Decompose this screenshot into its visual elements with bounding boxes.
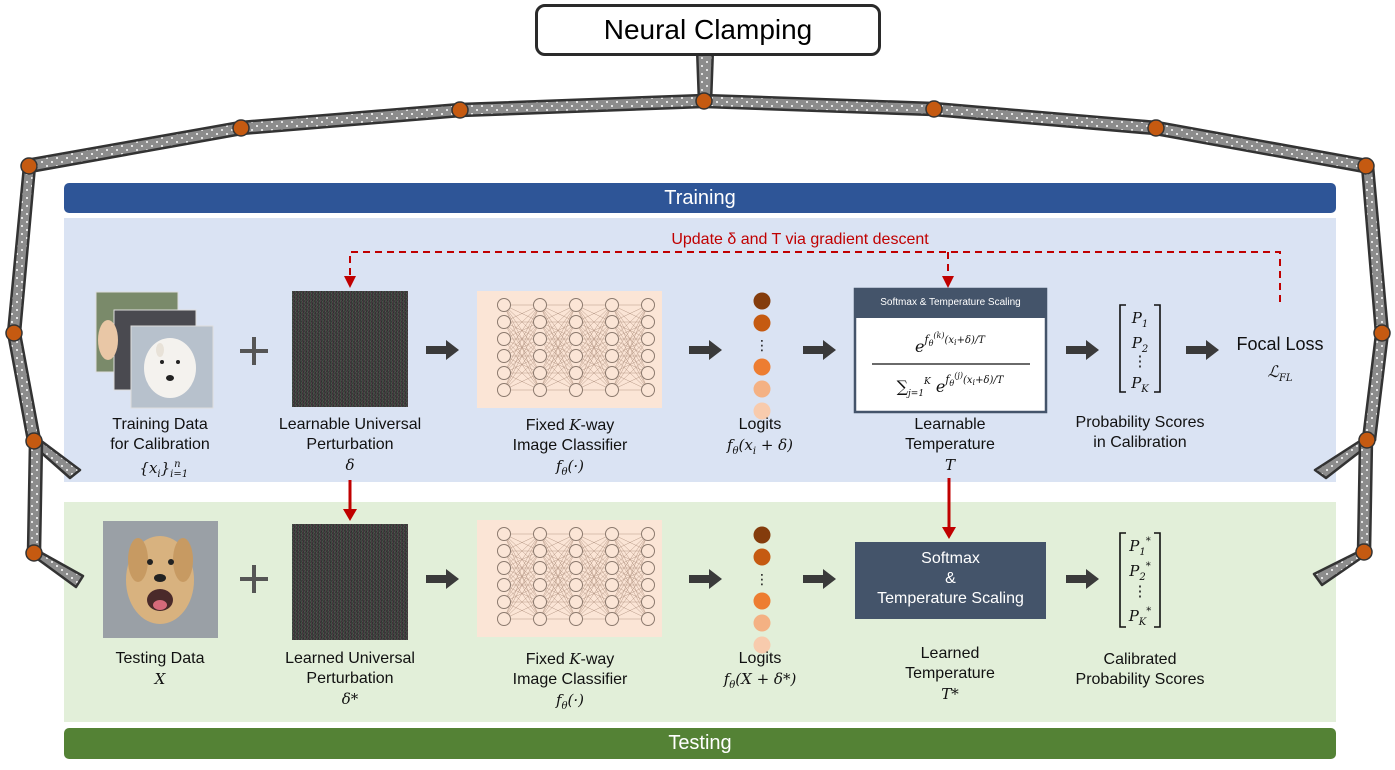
learned-perturbation-image [292, 524, 408, 640]
red-arrowhead-icon [942, 276, 954, 288]
clamp-joint-icon [20, 157, 38, 175]
clamp-joint-icon [1373, 324, 1391, 342]
svg-text:⋮: ⋮ [1133, 352, 1148, 370]
testing-panel [64, 502, 1336, 722]
testing-data-caption: Testing Data X [115, 650, 205, 688]
right-arrow-icon [426, 340, 459, 360]
clamp-joint-icon [232, 119, 250, 137]
clamp-joints [5, 92, 1391, 562]
right-arrow-icon [803, 340, 836, 360]
svg-text:P2*: P2* [1128, 561, 1150, 583]
clamp-joint-icon [925, 100, 943, 118]
softmax-box-testing [855, 542, 1046, 619]
clamp-joint-icon [451, 101, 469, 119]
clamp-joint-icon [695, 92, 713, 110]
svg-text:PK*: PK* [1128, 606, 1152, 628]
probability-caption-testing: Calibrated Probability Scores [1075, 651, 1205, 688]
clamp-joint-icon [1147, 119, 1165, 137]
neural-network-icon [497, 527, 655, 626]
clamp-joint-icon [25, 544, 43, 562]
clamp-joint-icon [1357, 157, 1375, 175]
svg-text:⋮: ⋮ [1133, 582, 1148, 600]
svg-text:P1*: P1* [1128, 536, 1150, 558]
training-data-caption: Training Data for Calibration {xi}i=1n [110, 416, 210, 480]
plus-icon [240, 565, 268, 593]
training-banner: Training [64, 183, 1336, 213]
classifier-caption-testing: Fixed K-way Image Classifier fθ(·) [512, 650, 628, 712]
logit-dots-icon: ⋮ [753, 526, 771, 654]
logits-caption-testing: Logits fθ(X + δ*) [723, 650, 797, 691]
learned-perturbation-caption: Learned Universal Perturbation δ* [285, 650, 415, 708]
softmax-header-bar [855, 289, 1046, 318]
clamp-joint-icon [1358, 431, 1376, 449]
softmax-header: Softmax & Temperature Scaling [880, 297, 1021, 308]
right-arrow-icon [426, 569, 459, 589]
right-arrow-icon [689, 569, 722, 589]
clamp-joint-icon [25, 432, 43, 450]
temperature-caption-testing: Learned Temperature T* [905, 645, 995, 703]
clamp-joint-icon [5, 324, 23, 342]
clamp-joint-icon [1355, 543, 1373, 561]
learnable-perturbation-image [292, 291, 408, 407]
right-arrow-icon [803, 569, 836, 589]
right-arrow-icon [1066, 569, 1099, 589]
svg-text:⋮: ⋮ [755, 572, 769, 588]
page-title: Neural Clamping [535, 4, 881, 56]
logits-caption-training: Logits fθ(xi + δ) [726, 416, 794, 457]
learnable-perturbation-caption: Learnable Universal Perturbation δ [278, 416, 422, 474]
plus-icon [240, 337, 268, 365]
classifier-caption-training: Fixed K-way Image Classifier fθ(·) [512, 416, 628, 478]
red-arrowhead-icon [942, 527, 956, 539]
focal-loss-label: Focal Loss ℒFL [1236, 334, 1324, 385]
probability-caption-training: Probability Scores in Calibration [1075, 414, 1205, 451]
right-arrow-icon [689, 340, 722, 360]
update-feedback-line [349, 251, 1281, 302]
logit-dots-icon: ⋮ [753, 292, 771, 420]
testing-banner: Testing [64, 728, 1336, 759]
svg-text:⋮: ⋮ [755, 338, 769, 354]
red-arrowhead-icon [343, 509, 357, 521]
red-arrowhead-icon [344, 276, 356, 288]
temperature-caption-training: Learnable Temperature T [905, 416, 995, 474]
neural-network-icon [497, 298, 655, 397]
update-note: Update δ and T via gradient descent [671, 231, 929, 248]
softmax-box-text: Softmax & Temperature Scaling [877, 550, 1024, 607]
right-arrow-icon [1066, 340, 1099, 360]
right-arrow-icon [1186, 340, 1219, 360]
